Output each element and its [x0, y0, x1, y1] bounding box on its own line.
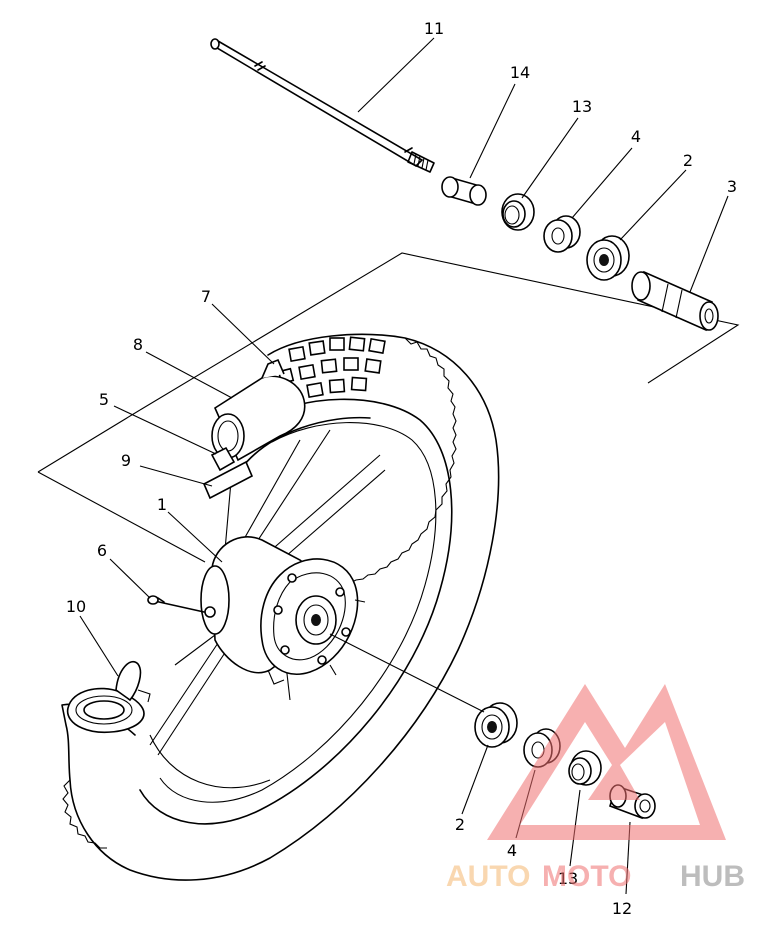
tube-valve-section — [66, 661, 151, 734]
callout-2-top: 2 — [683, 151, 693, 170]
assembly-outline — [37, 252, 740, 563]
bearing-4-top — [543, 215, 581, 253]
hub — [200, 536, 366, 685]
oil-seal-bottom — [568, 750, 602, 786]
spokes — [149, 429, 386, 756]
callout-5: 5 — [99, 390, 109, 409]
rim-lock-nut — [210, 446, 236, 472]
automotohub-watermark: AUTO MOTO HUB — [446, 684, 745, 893]
watermark-text-moto: MOTO — [542, 860, 631, 893]
callout-13-bottom: 13 — [558, 869, 578, 888]
tire-tread — [277, 336, 386, 405]
rim-band — [202, 460, 254, 500]
oil-seal-top — [501, 193, 535, 231]
callout-2-bottom: 2 — [455, 815, 465, 834]
callout-11: 11 — [424, 19, 444, 38]
callout-13-top: 13 — [572, 97, 592, 116]
watermark-text-hub: HUB — [680, 860, 745, 893]
valve — [147, 595, 216, 618]
rim — [149, 416, 371, 789]
callout-10: 10 — [66, 597, 86, 616]
leader-lines — [79, 37, 729, 895]
callout-3: 3 — [727, 177, 737, 196]
bearing-2-top — [586, 235, 630, 281]
callout-7: 7 — [201, 287, 211, 306]
watermark-text-auto: AUTO — [446, 860, 530, 893]
bearing-2-bottom — [474, 702, 518, 748]
spacer-3 — [631, 270, 719, 332]
watermark-logo-icon — [487, 684, 726, 840]
axle — [210, 38, 435, 173]
callout-1: 1 — [157, 495, 167, 514]
callout-9: 9 — [121, 451, 131, 470]
callout-12: 12 — [612, 899, 632, 918]
callout-8: 8 — [133, 335, 143, 354]
callout-labels: 11 14 13 4 2 3 7 8 5 9 1 6 10 2 4 13 12 — [66, 19, 737, 918]
callout-14: 14 — [510, 63, 530, 82]
spacer-collar — [441, 176, 487, 206]
tire — [61, 333, 500, 881]
rim-lock — [211, 358, 306, 462]
callout-4-top: 4 — [631, 127, 641, 146]
callout-6: 6 — [97, 541, 107, 560]
callout-4-bottom: 4 — [507, 841, 517, 860]
